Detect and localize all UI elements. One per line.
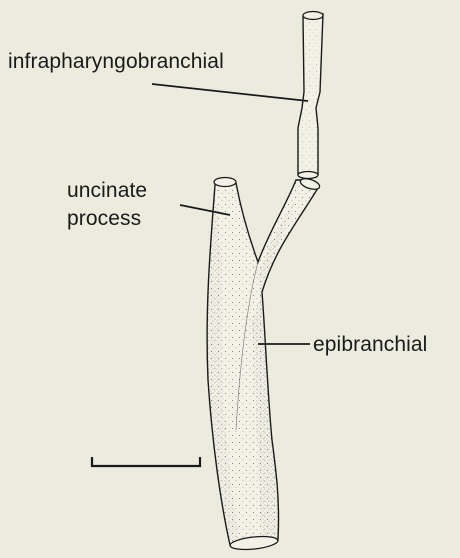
epibranchial-bone	[207, 177, 321, 552]
leader-line-infrapharyngobranchial	[152, 84, 308, 101]
scale-bar	[92, 457, 200, 466]
label-infrapharyngobranchial: infrapharyngobranchial	[8, 50, 224, 74]
infrapharyngobranchial-bone	[298, 12, 323, 179]
label-epibranchial: epibranchial	[313, 333, 427, 357]
label-process: process	[67, 207, 141, 231]
label-uncinate: uncinate	[67, 179, 147, 203]
